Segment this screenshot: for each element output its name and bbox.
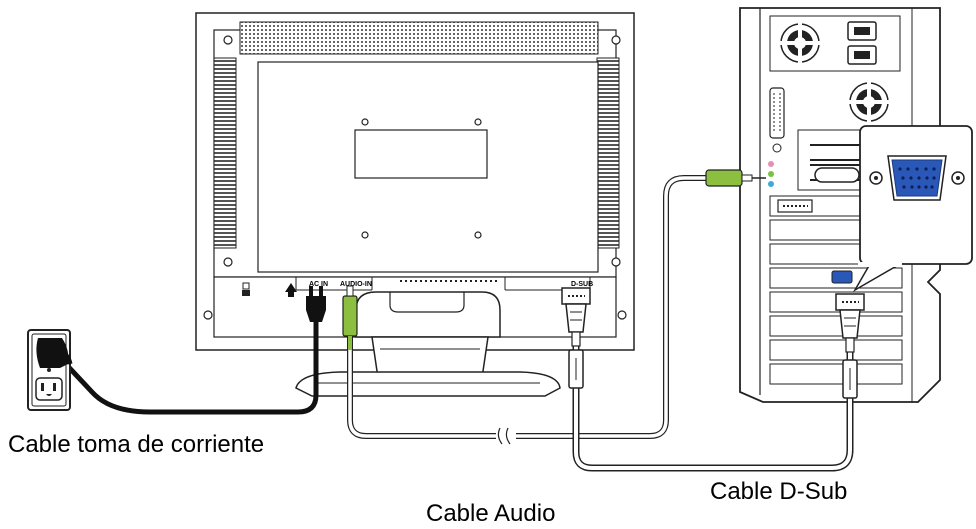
pc-tower [739, 7, 941, 403]
d-sub-label: D-SUB [571, 281, 593, 288]
power-cable [60, 286, 326, 415]
audio-plug-monitor [342, 295, 358, 337]
power-cable-caption: Cable toma de corriente [8, 431, 265, 458]
vesa-screw [361, 231, 369, 239]
audio-cable [342, 169, 766, 445]
audio-jack-blue [768, 181, 774, 187]
monitor-stand [295, 291, 561, 397]
power-plug-monitor [306, 296, 326, 322]
fan-icon [848, 81, 890, 123]
power-plug-wall [36, 338, 69, 368]
dsub-cable [561, 287, 865, 472]
lock-icon [242, 282, 250, 296]
monitor-rear: AC IN AUDIO-IN D-SUB [195, 12, 635, 351]
monitor-top-vent [239, 21, 599, 55]
corner-screw [611, 257, 621, 267]
monitor-left-vent [213, 57, 237, 249]
monitor-right-vent [596, 57, 620, 249]
audio-in-label: AUDIO-IN [340, 281, 372, 288]
corner-screw [611, 35, 621, 45]
pc-vga-port [831, 270, 853, 284]
arrow-up-icon [285, 283, 297, 297]
stand-base [295, 371, 561, 397]
wall-outlet [27, 329, 73, 411]
dsub-cable-caption: Cable D-Sub [710, 478, 848, 505]
ac-in-label: AC IN [309, 281, 328, 288]
audio-cable-caption: Cable Audio [426, 500, 556, 527]
audio-jack-pink [768, 161, 774, 167]
vesa-screw [474, 231, 482, 239]
vesa-screw [361, 118, 369, 126]
vesa-screw [474, 118, 482, 126]
audio-jack-green [768, 171, 774, 177]
corner-screw [223, 35, 233, 45]
stand-neck [355, 291, 501, 338]
fan-icon [779, 22, 821, 64]
corner-screw [223, 257, 233, 267]
vesa-plate [354, 129, 488, 179]
audio-plug-pc [705, 169, 743, 187]
vga-callout [852, 125, 973, 293]
serial-port [769, 87, 785, 139]
